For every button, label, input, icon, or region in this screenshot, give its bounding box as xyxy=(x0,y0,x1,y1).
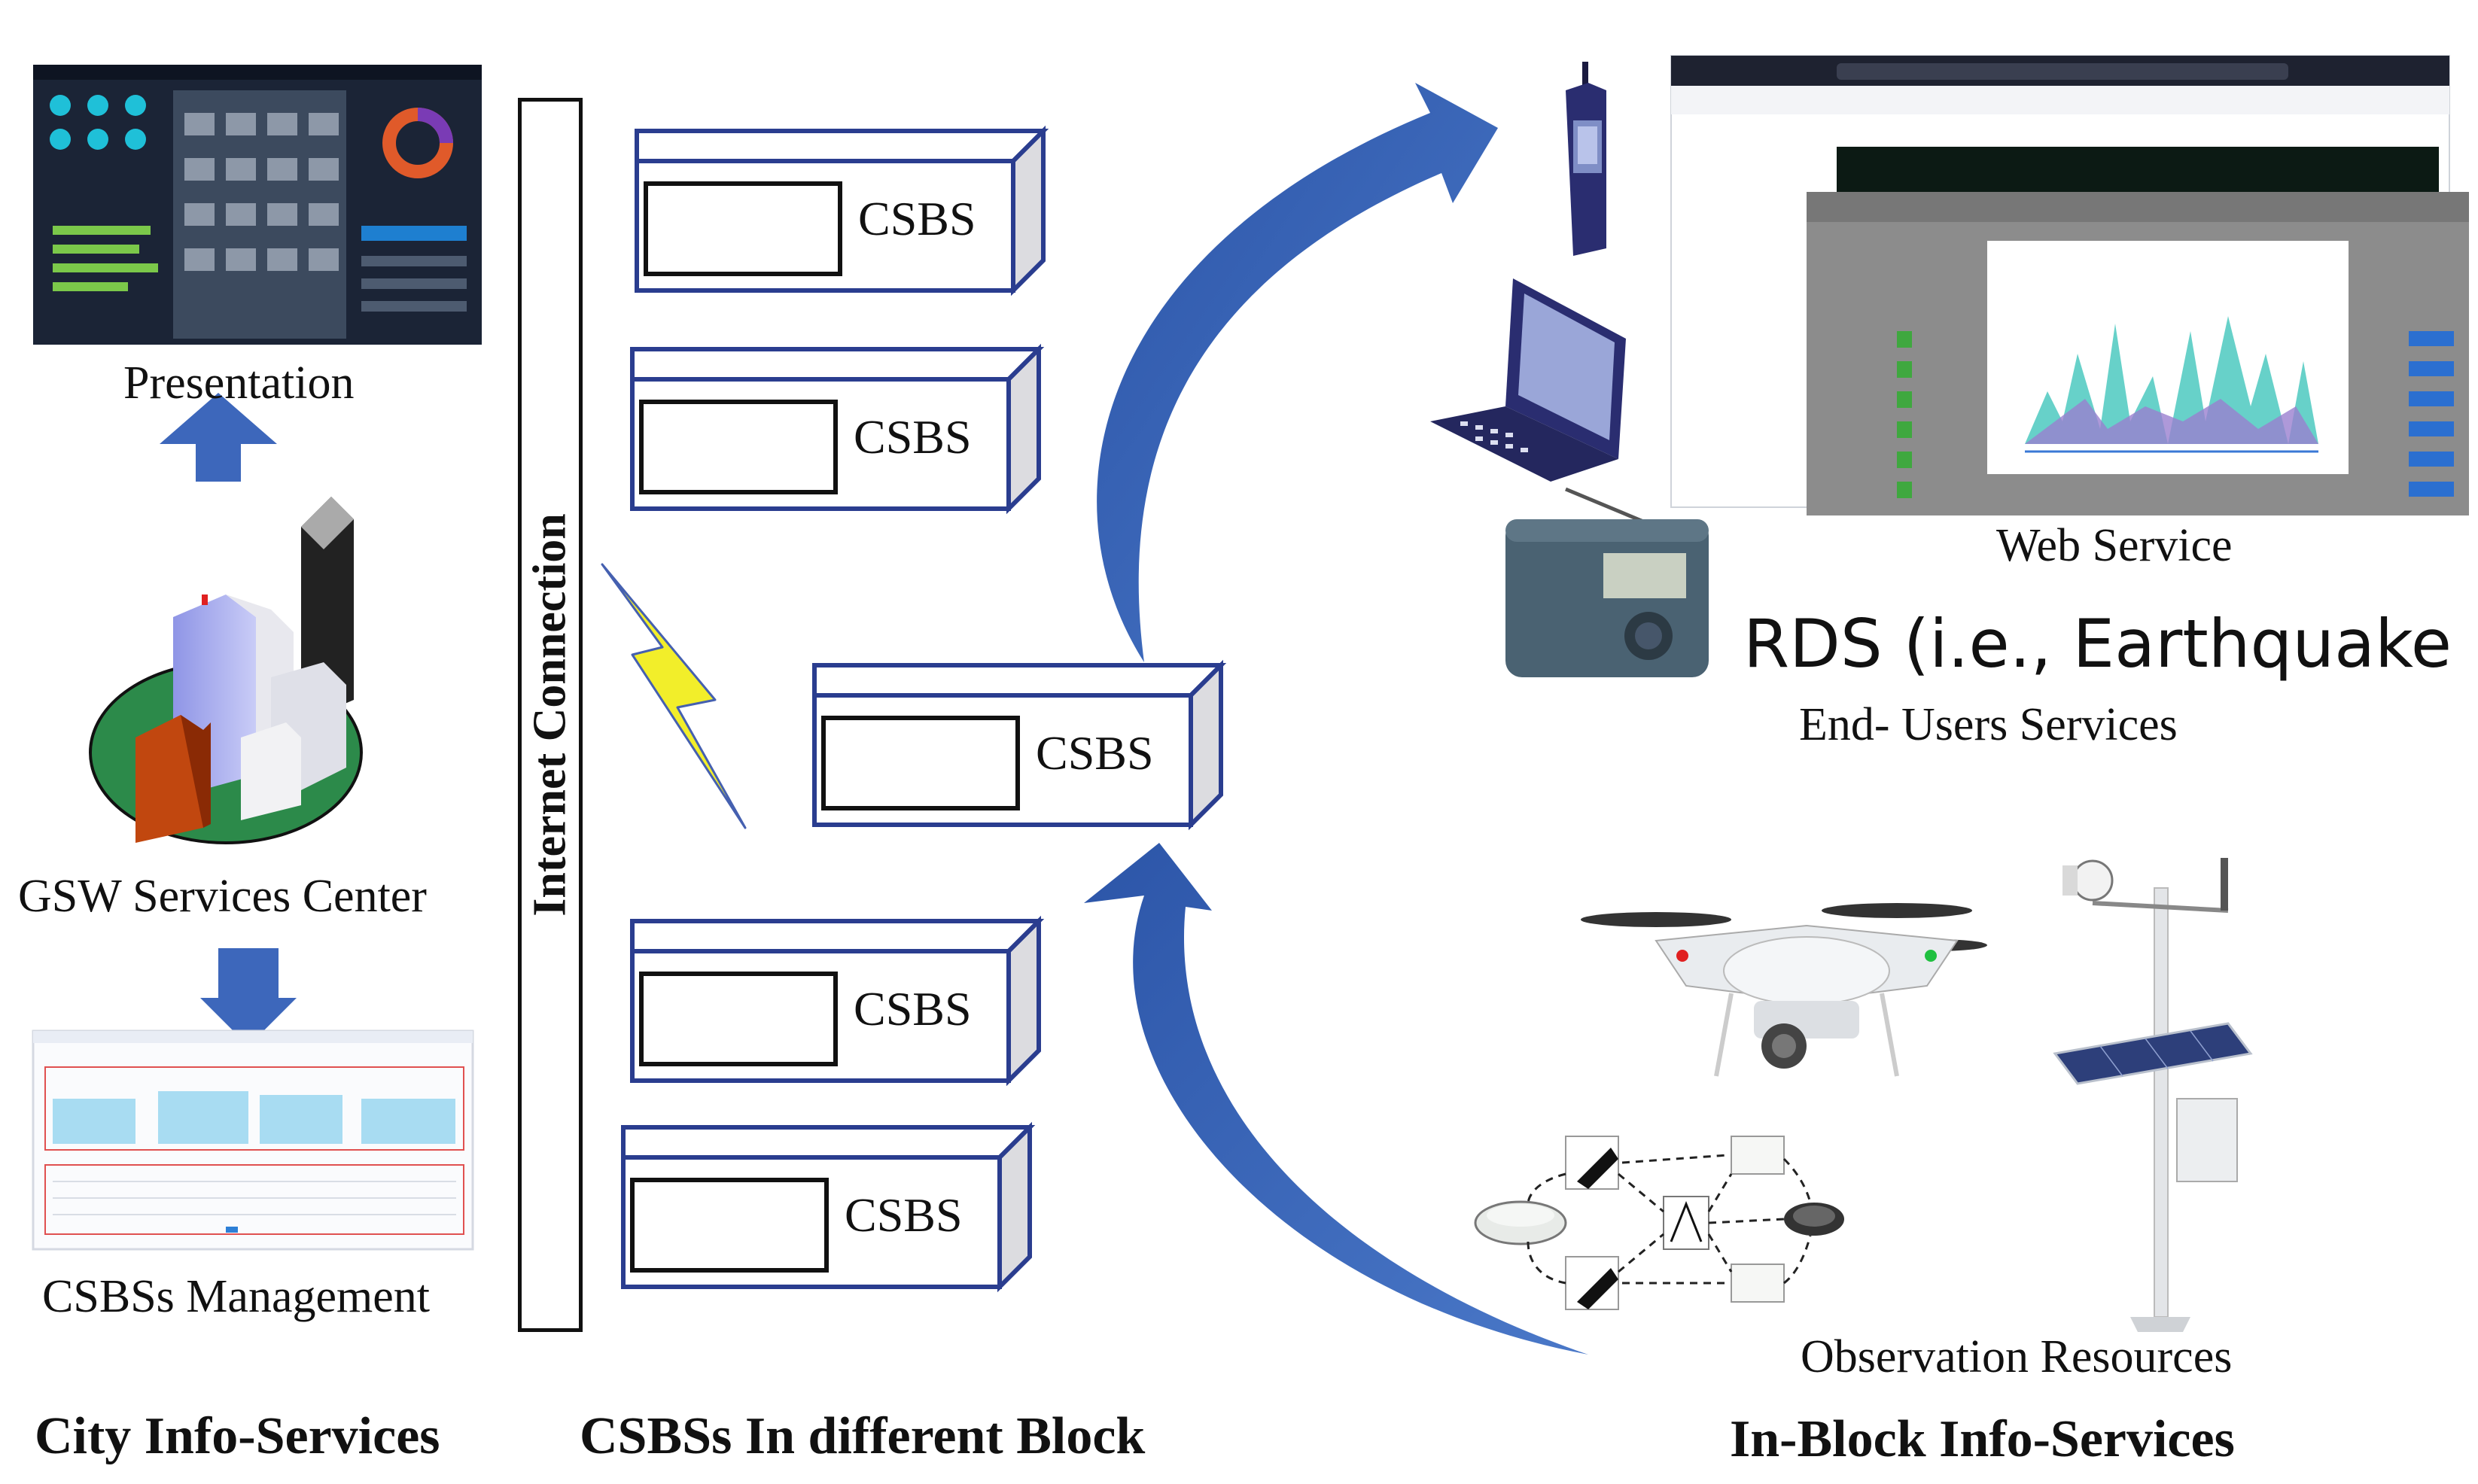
web-service-label: Web Service xyxy=(1996,520,2233,571)
internet-connection-bar: Internet Connection xyxy=(518,98,583,1332)
csbs-box-4 xyxy=(630,915,1045,1087)
web-service-screenshot xyxy=(1670,55,2469,515)
csbs-label-3: CSBS xyxy=(1036,726,1154,780)
csbs-box-5 xyxy=(621,1121,1036,1293)
csbs-box-3 xyxy=(812,659,1227,831)
management-label: CSBSs Management xyxy=(42,1271,430,1322)
services-center-label: GSW Services Center xyxy=(18,871,427,922)
presentation-label: Presentation xyxy=(123,357,355,409)
up-arrow xyxy=(160,393,277,482)
city-buildings-icon xyxy=(89,497,363,844)
down-arrow xyxy=(200,948,297,1046)
csbs-label-5: CSBS xyxy=(845,1188,963,1242)
csbs-label-4: CSBS xyxy=(854,982,972,1035)
curved-arrow-from-observation xyxy=(1084,843,1588,1355)
internet-connection-label: Internet Connection xyxy=(524,513,576,917)
curved-arrow-to-users xyxy=(1097,83,1498,662)
observation-label: Observation Resources xyxy=(1801,1331,2233,1382)
csbs-label-2: CSBS xyxy=(854,410,972,464)
laptop-icon xyxy=(1430,278,1626,482)
footer-city-label: City Info-Services xyxy=(35,1407,440,1465)
radio-icon xyxy=(1505,487,1709,677)
drone-image xyxy=(1581,903,1987,1077)
csbs-box-2 xyxy=(630,343,1045,515)
sensor-network-image xyxy=(1474,1136,1844,1310)
footer-in-block-label: In-Block Info-Services xyxy=(1730,1410,2235,1468)
end-users-label: End- Users Services xyxy=(1799,699,2178,750)
csbs-label-1: CSBS xyxy=(858,192,976,245)
lightning-bolt xyxy=(601,563,747,829)
mobile-phone-icon xyxy=(1566,62,1606,256)
management-console-image xyxy=(32,1029,474,1251)
rds-label: RDS (i.e., Earthquake Info) xyxy=(1743,605,2478,683)
csbs-box-1 xyxy=(635,125,1049,296)
footer-block-label: CSBSs In different Block xyxy=(580,1407,1146,1465)
presentation-dashboard-image xyxy=(33,65,482,345)
weather-station-image xyxy=(2053,858,2253,1332)
